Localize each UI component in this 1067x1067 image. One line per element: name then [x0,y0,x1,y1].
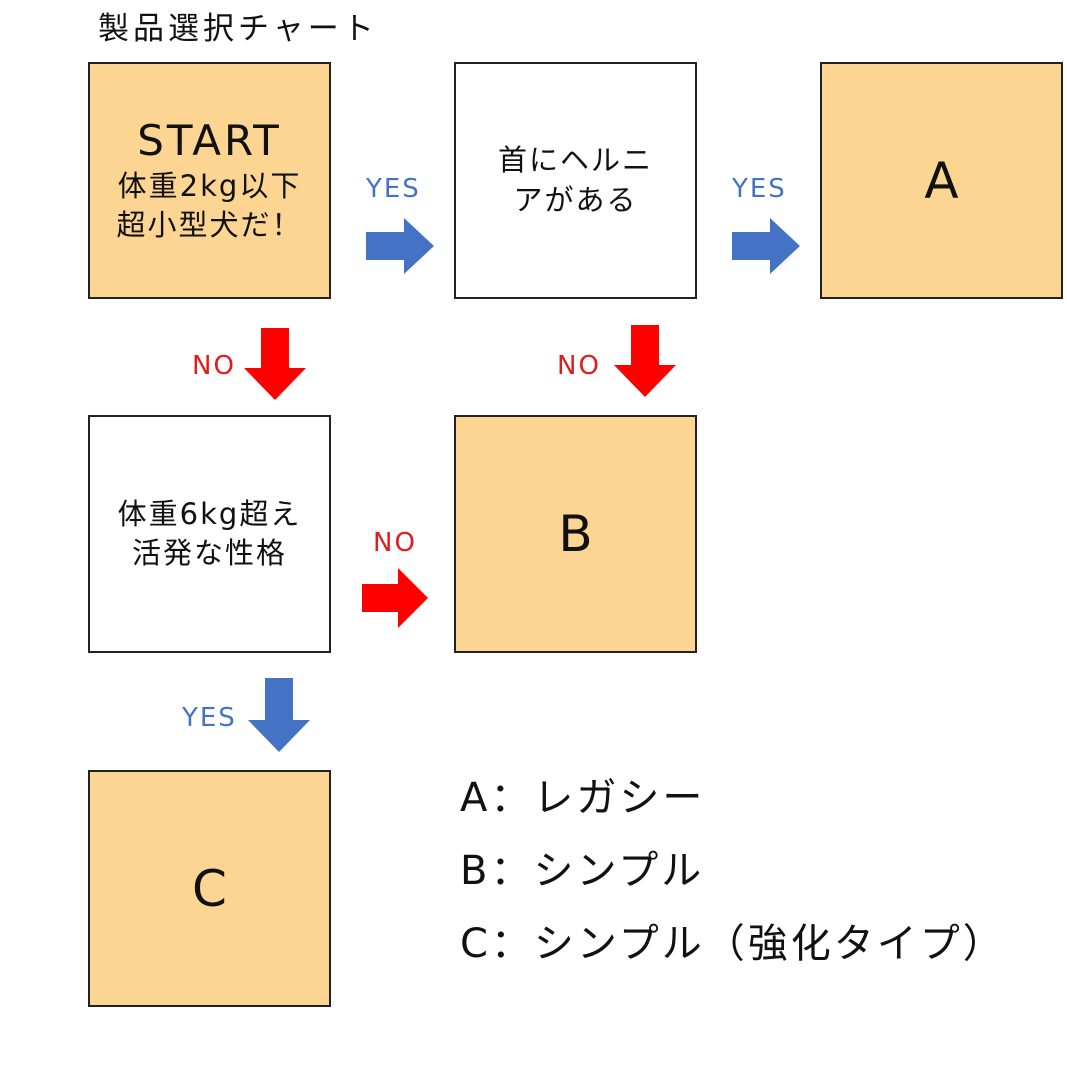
start-condition-line1: 体重2kg以下 [117,168,302,203]
result-b-box: B [454,415,697,653]
result-c-label: C [192,859,227,918]
hernia-to-a-label: YES [732,174,787,204]
legend-item-a: A：レガシー [460,775,706,821]
hernia-question-line2: アがある [513,182,638,217]
start-to-hernia-label: YES [366,174,421,204]
start-to-hernia-arrow-icon [366,218,434,274]
start-to-weight-arrow-icon [244,328,306,400]
weight-question-line2: 活発な性格 [131,536,287,570]
legend-item-c: C：シンプル（強化タイプ） [460,921,1006,967]
legend-item-b: B：シンプル [460,848,705,894]
legend: A：レガシー B：シンプル C：シンプル（強化タイプ） [460,778,1006,997]
hernia-question-line1: 首にヘルニ [497,143,653,178]
chart-title: 製品選択チャート [98,11,378,47]
start-condition-line2: 超小型犬だ！ [116,207,303,242]
weight-to-b-label: NO [373,528,417,558]
result-c-box: C [88,770,331,1007]
hernia-to-b-arrow-icon [614,325,676,397]
hernia-to-b-label: NO [557,351,601,381]
start-label: START [137,116,282,166]
weight-question-line1: 体重6kg超え [117,496,302,531]
start-to-weight-label: NO [192,351,236,381]
weight-to-c-label: YES [182,703,237,733]
result-b-label: B [558,505,593,563]
start-box: START 体重2kg以下 超小型犬だ！ [88,62,331,299]
weight-to-b-arrow-icon [362,568,428,628]
result-a-box: A [820,62,1063,299]
hernia-to-a-arrow-icon [732,218,800,274]
weight-to-c-arrow-icon [248,678,310,752]
result-a-label: A [924,151,959,210]
weight-question-box: 体重6kg超え 活発な性格 [88,415,331,653]
hernia-question-box: 首にヘルニ アがある [454,62,697,299]
